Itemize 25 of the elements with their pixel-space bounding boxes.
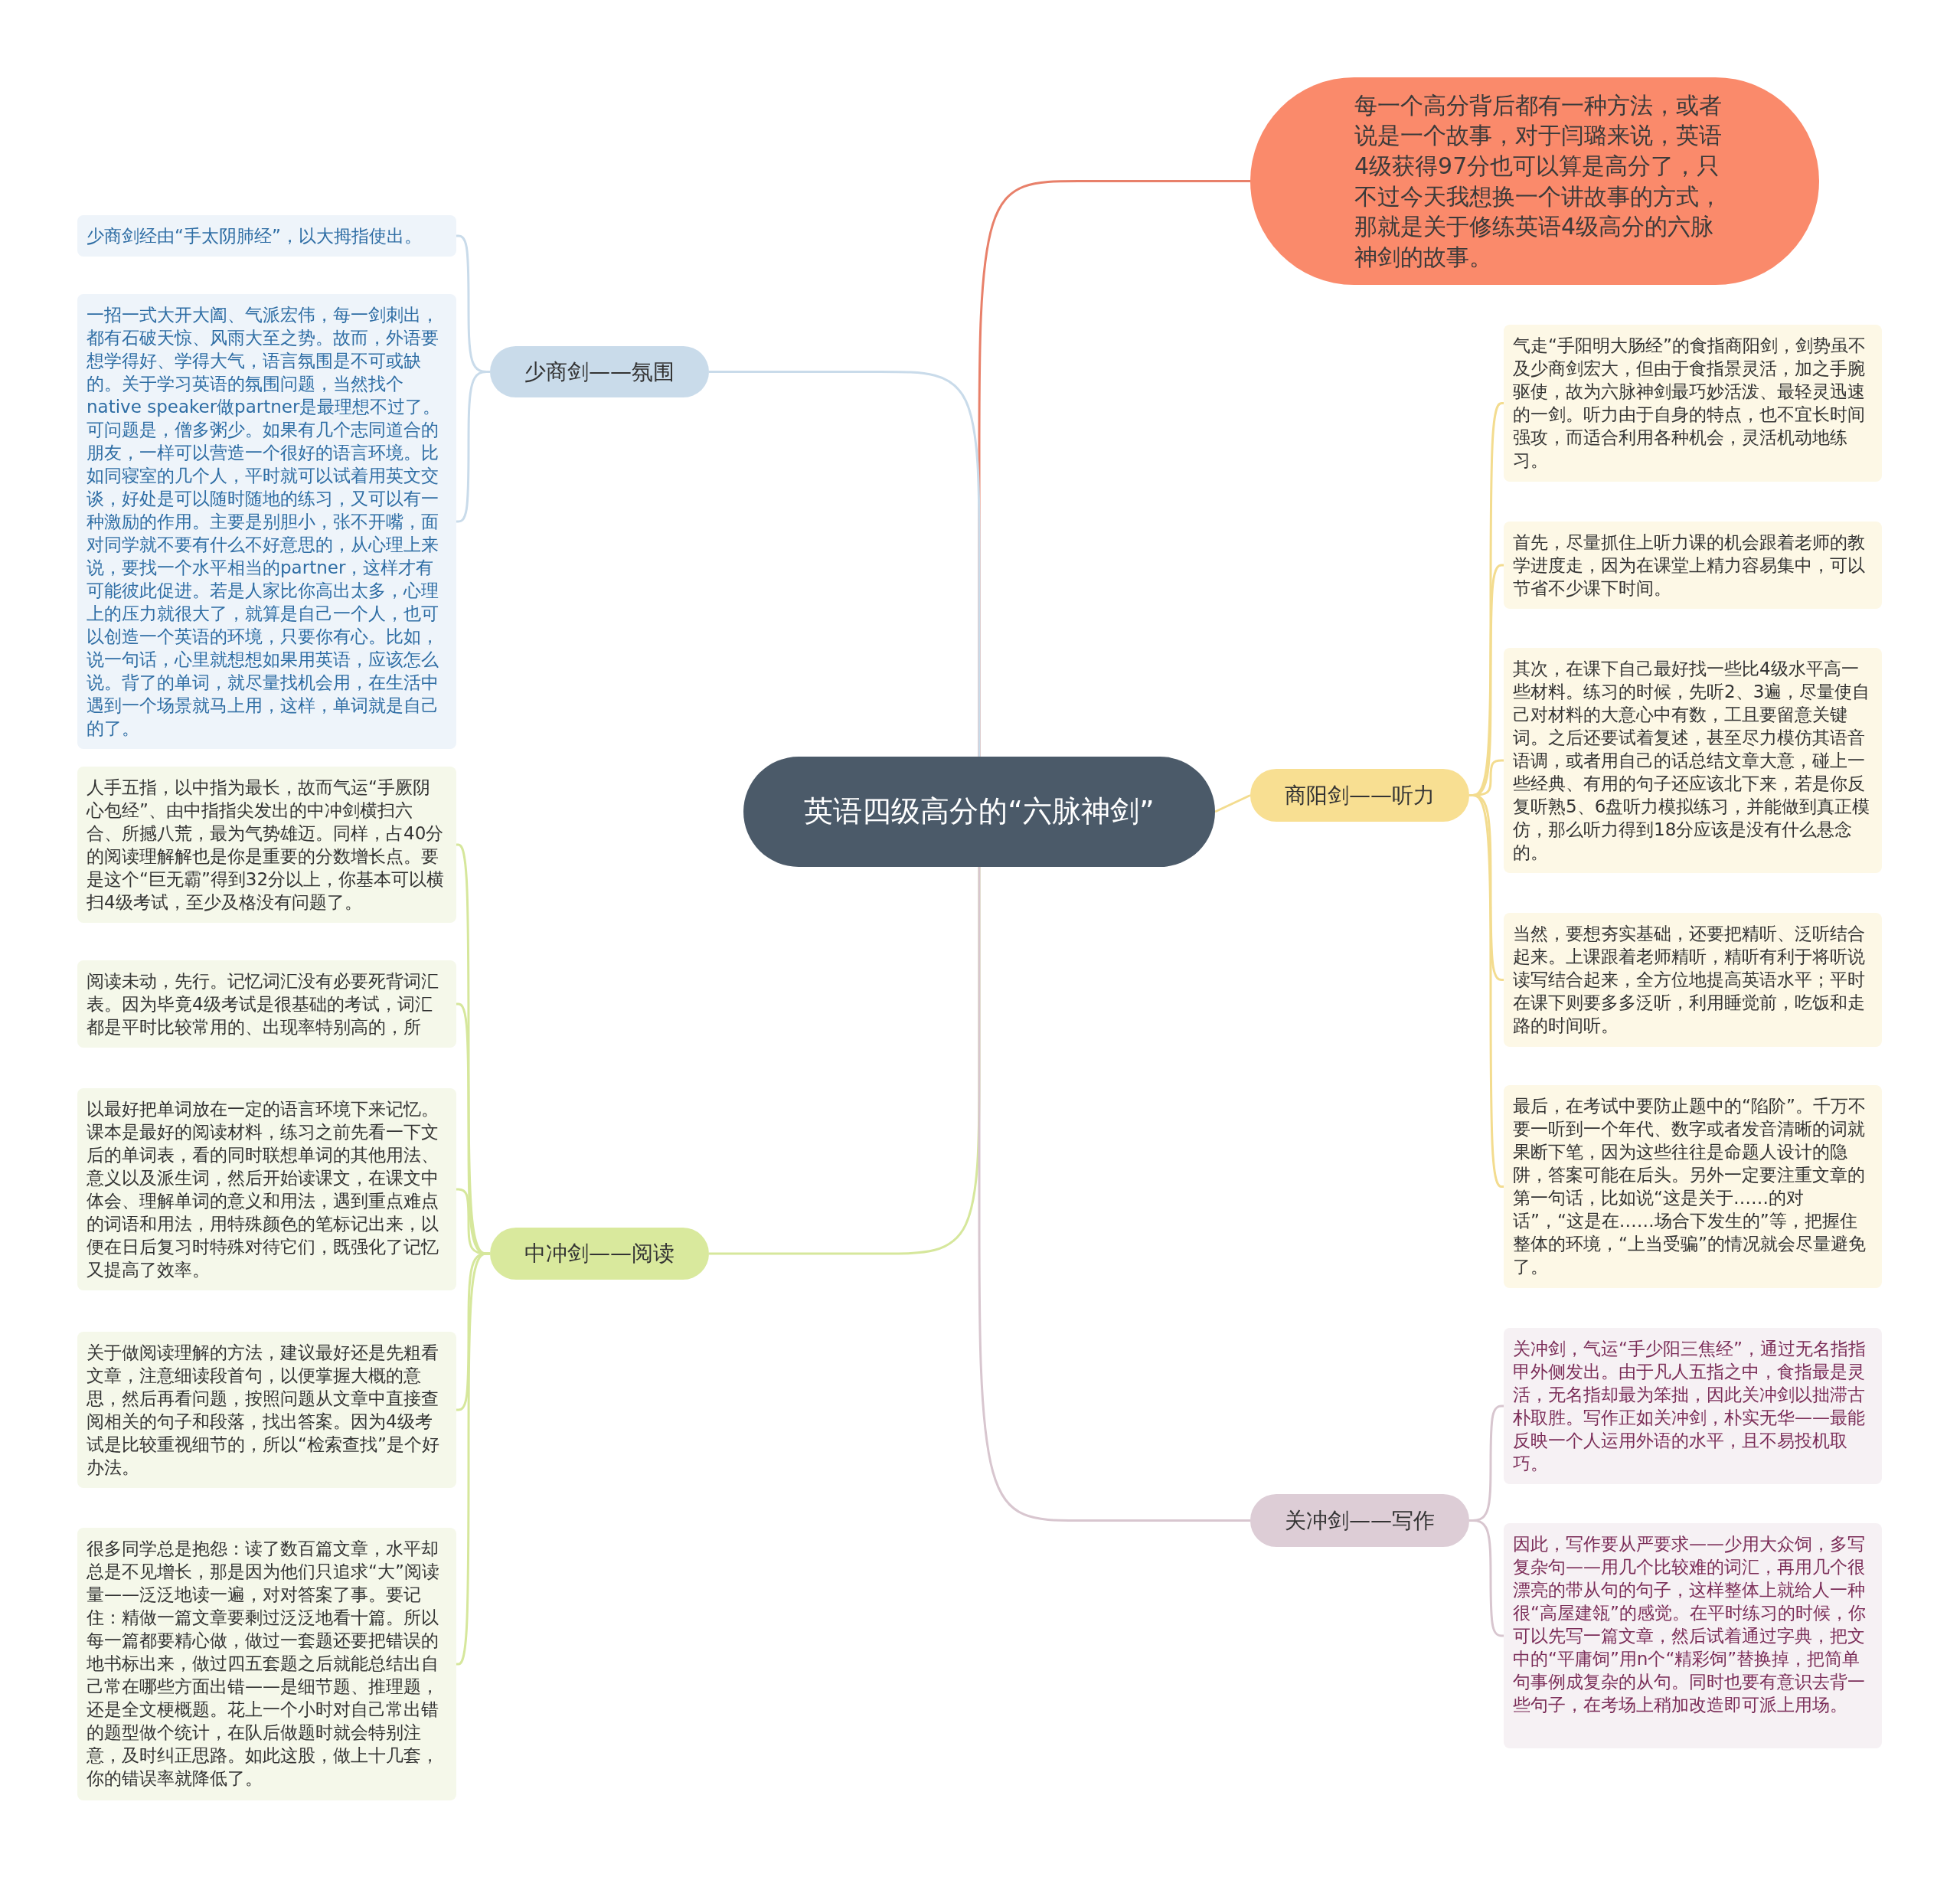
note-card: 阅读未动，先行。记忆词汇没有必要死背词汇表。因为毕竟4级考试是很基础的考试，词汇都是平时比较常用的、出现率特别高的，所: [77, 960, 456, 1048]
note-bubble: 每一个高分背后都有一种方法，或者说是一个故事，对于闫璐来说，英语4级获得97分也可以算是高分了，只不过今天我想换一个讲故事的方式，那就是关于修练英语4级高分的六脉神剑的故事。: [1250, 77, 1819, 285]
note-card: 关冲剑，气运“手少阳三焦经”，通过无名指指甲外侧发出。由于凡人五指之中，食指最是灵活，无名指却最为笨拙，因此关冲剑以拙滞古朴取胜。写作正如关冲剑，朴实无华——最能反映一个人运用外语的水平，且不易投机取巧。: [1504, 1328, 1882, 1484]
branch-connector: [709, 371, 981, 757]
branch-topic: 中冲剑——阅读: [490, 1228, 709, 1280]
note-card: 当然，要想夯实基础，还要把精听、泛听结合起来。上课跟着老师精听，精听有利于将听说读写结合起来，全方位地提高英语水平；平时在课下则要多多泛听，利用睡觉前，吃饭和走路的时间听。: [1504, 913, 1882, 1047]
note-card: 一招一式大开大阖、气派宏伟，每一剑刺出，都有石破天惊、风雨大至之势。故而，外语要想学得好、学得大气，语言氛围是不可或缺的。关于学习英语的氛围问题，当然找个native speaker做partner是最理想不过了。可问题是，僧多粥少。如果有几个志同道合的朋友，一样可以营造一个很好的语言环境。比如同寝室的几个人，平时就可以试着用英文交谈，好处是可以随时随地的练习，又可以有一种激励的作用。主要是别胆小，张不开嘴，面对同学就不要有什么不好意思的，从心理上来说，要找一个水平相当的partner，这样才有可能彼此促进。若是人家比你高出太多，心理上的压力就很大了，就算是自己一个人，也可以创造一个英语的环境，只要你有心。比如，说一句话，心里就想想如果用英语，应该怎么说。背了的单词，就尽量找机会用，在生活中遇到一个场景就马上用，这样，单词就是自己的了。: [77, 294, 456, 749]
branch-topic: 商阳剑——听力: [1250, 769, 1469, 822]
branch-topic: 关冲剑——写作: [1250, 1494, 1469, 1547]
note-card: 很多同学总是抱怨：读了数百篇文章，水平却总是不见增长，那是因为他们只追求“大”阅读量——泛泛地读一遍，对对答案了事。要记住：精做一篇文章要剩过泛泛地看十篇。所以每一篇都要精心做，做过一套题还要把错误的地书标出来，做过四五套题之后就能总结出自己常在哪些方面出错——是细节题、推理题，还是全文梗概题。花上一个小时对自己常出错的题型做个统计，在队后做题时就会特别注意，及时纠正思路。如此这股，做上十几套，你的错误率就降低了。: [77, 1528, 456, 1800]
central-topic: 英语四级高分的“六脉神剑”: [743, 757, 1215, 867]
note-card: 最后，在考试中要防止题中的“陷阶”。千万不要一听到一个年代、数字或者发音清晰的词就果断下笔，因为这些往往是命题人设计的隐阱，答案可能在后头。另外一定要注重文章的第一句话，比如说“这是关于……的对话”，“这是在……场合下发生的”等，把握住整体的环境，“上当受骗”的情况就会尽量避免了。: [1504, 1085, 1882, 1288]
note-card: 其次，在课下自己最好找一些比4级水平高一些材料。练习的时候，先听2、3遍，尽量使自己对材料的大意心中有数，工且要留意关键词。之后还要试着复述，甚至尽力模仿其语音语调，或者用自己的话总结文章大意，碰上一些经典、有用的句子还应该北下来，若是你反复听熟5、6盘听力模拟练习，并能做到真正模仿，那么听力得到18分应该是没有什么悬念的。: [1504, 648, 1882, 873]
note-card: 气走“手阳明大肠经”的食指商阳剑，剑势虽不及少商剑宏大，但由于食指景灵活，加之手腕驱使，故为六脉神剑最巧妙活泼、最轻灵迅速的一剑。听力由于自身的特点，也不宜长时间强攻，而适合利用各种机会，灵活机动地练习。: [1504, 325, 1882, 482]
branch-connector: [1214, 794, 1251, 813]
branch-connector: [1469, 1519, 1504, 1637]
note-card: 首先，尽量抓住上听力课的机会跟着老师的教学进度走，因为在课堂上精力容易集中，可以节省不少课下时间。: [1504, 522, 1882, 609]
note-card: 关于做阅读理解的方法，建议最好还是先粗看文章，注意细读段首句，以便掌握大概的意思，然后再看问题，按照问题从文章中直接查阅相关的句子和段落，找出答案。因为4级考试是比较重视细节的，所以“检索查找”是个好办法。: [77, 1332, 456, 1488]
branch-connector: [978, 867, 1250, 1522]
note-card: 因此，写作要从严要求——少用大众饲，多写复杂句——用几个比较难的词汇，再用几个很漂亮的带从句的句子，这样整体上就给人一种很“高屋建瓴”的感觉。在平时练习的时候，你可以先写一篇文章，然后试着通过字典，把文中的“平庸饲”用n个“精彩饲”替换掉，把简单句事例成复杂的从句。同时也要有意识去背一些句子，在考场上稍加改造即可派上用场。: [1504, 1523, 1882, 1748]
branch-topic: 少商剑——氛围: [490, 346, 709, 397]
note-card: 以最好把单词放在一定的语言环境下来记忆。课本是最好的阅读材料，练习之前先看一下文后的单词表，看的同时联想单词的其他用法、意义以及派生词，然后开始读课文，在课文中体会、理解单词的意义和用法，遇到重点难点的词语和用法，用特殊颜色的笔标记出来，以便在日后复习时特殊对待它们，既强化了记忆又提高了效率。: [77, 1088, 456, 1290]
note-card: 少商剑经由“手太阴肺经”，以大拇指使出。: [77, 215, 456, 257]
note-card: 人手五指，以中指为最长，故而气运“手厥阴心包经”、由中指指尖发出的中冲剑横扫六合、所撼八荒，最为气势雄迈。同样，占40分的阅读理解解也是你是重要的分数增长点。要是这个“巨无霸”得到32分以上，你基本可以横扫4级考试，至少及格没有问题了。: [77, 767, 456, 923]
branch-connector: [456, 371, 490, 523]
